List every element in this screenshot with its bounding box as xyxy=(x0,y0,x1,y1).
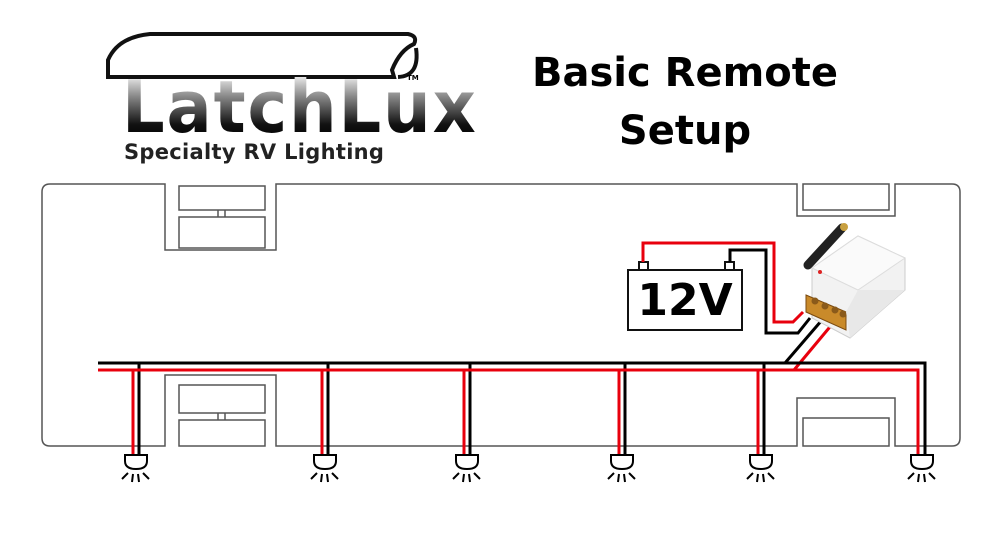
main-wire-negative xyxy=(98,361,927,455)
light-bulb-icon xyxy=(746,454,775,483)
logo-tagline: Specialty RV Lighting xyxy=(124,140,385,164)
light-bulb-icon xyxy=(121,454,150,483)
battery-negative-terminal xyxy=(724,261,735,271)
logo-roof-outline xyxy=(106,32,418,79)
window-bottom-left-upper xyxy=(178,384,266,414)
battery-12v xyxy=(627,261,743,331)
logo-trademark: TM xyxy=(407,74,419,82)
wire-relay-negative-out xyxy=(783,319,824,364)
light-bulb-icon xyxy=(310,454,339,483)
light-fixtures xyxy=(121,454,936,483)
window-top-right xyxy=(802,183,890,211)
rv-body-outline xyxy=(41,183,961,447)
window-top-left-upper xyxy=(178,185,266,211)
wire-battery-positive xyxy=(641,241,805,324)
page-title-line2: Setup xyxy=(618,108,752,154)
logo-roof-curve xyxy=(397,47,419,79)
window-bottom-right xyxy=(802,417,890,447)
page-title-line1: Basic Remote xyxy=(532,50,838,96)
battery-positive-terminal xyxy=(638,261,649,271)
light-bulb-icon xyxy=(452,454,481,483)
battery-label: 12V xyxy=(637,275,733,326)
window-top-left-lower xyxy=(178,216,266,249)
rf-relay-module xyxy=(803,223,907,339)
wire-battery-negative xyxy=(728,248,812,335)
antenna-icon xyxy=(803,223,847,270)
window-bottom-left-lower xyxy=(178,419,266,447)
main-wire-positive xyxy=(98,368,920,455)
logo-brand: LatchLux xyxy=(122,65,478,149)
light-bulb-icon xyxy=(607,454,636,483)
light-bulb-icon xyxy=(907,454,936,483)
